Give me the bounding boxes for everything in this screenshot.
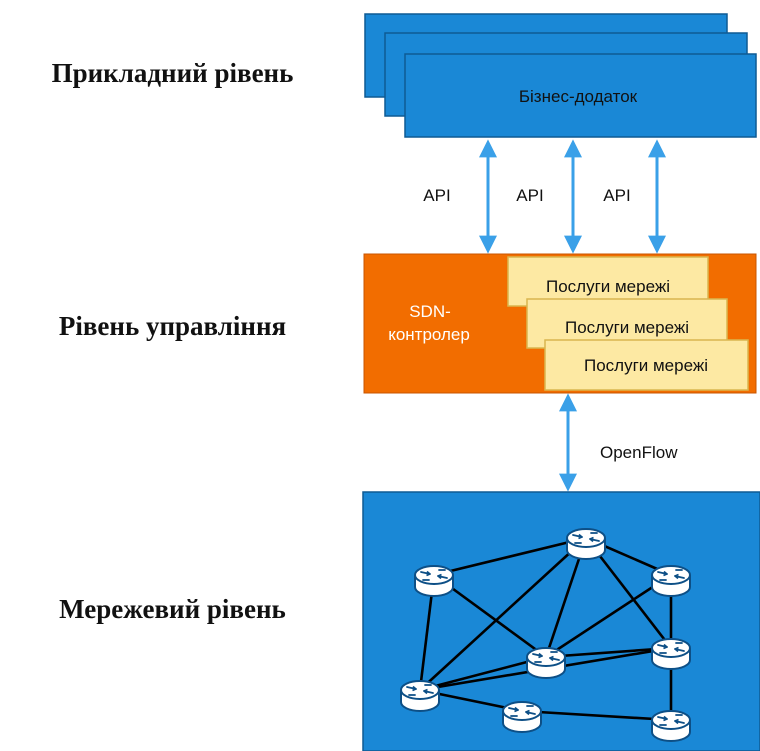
network-service-label-1: Послуги мережі [546, 277, 670, 296]
layer-label-network: Мережевий рівень [59, 594, 286, 624]
layer-label-application: Прикладний рівень [51, 58, 294, 88]
router-icon [651, 565, 691, 597]
router-icon [651, 638, 691, 670]
layer-label-control: Рівень управління [58, 311, 287, 341]
router-icon [502, 701, 542, 733]
controller-box: SDN- контролер Послуги мережі Послуги ме… [363, 253, 757, 394]
network-service-label-2: Послуги мережі [565, 318, 689, 337]
router-icon [526, 647, 566, 679]
app-box-label: Бізнес-додаток [519, 87, 638, 106]
network-service-label-3: Послуги мережі [584, 356, 708, 375]
openflow-label: OpenFlow [600, 443, 678, 462]
api-label-1: API [423, 186, 450, 205]
router-icon [414, 565, 454, 597]
network-layer [362, 491, 760, 751]
api-label-2: API [516, 186, 543, 205]
application-stack: Бізнес-додаток [364, 13, 757, 138]
network-service-card-3 [544, 339, 749, 391]
controller-label-line2: контролер [388, 325, 470, 344]
api-label-3: API [603, 186, 630, 205]
router-icon [566, 528, 606, 560]
api-arrows [479, 139, 666, 254]
router-icon [400, 680, 440, 712]
router-icon [651, 710, 691, 742]
app-box-front [404, 53, 757, 138]
controller-label-line1: SDN- [409, 302, 451, 321]
routers [400, 528, 691, 742]
